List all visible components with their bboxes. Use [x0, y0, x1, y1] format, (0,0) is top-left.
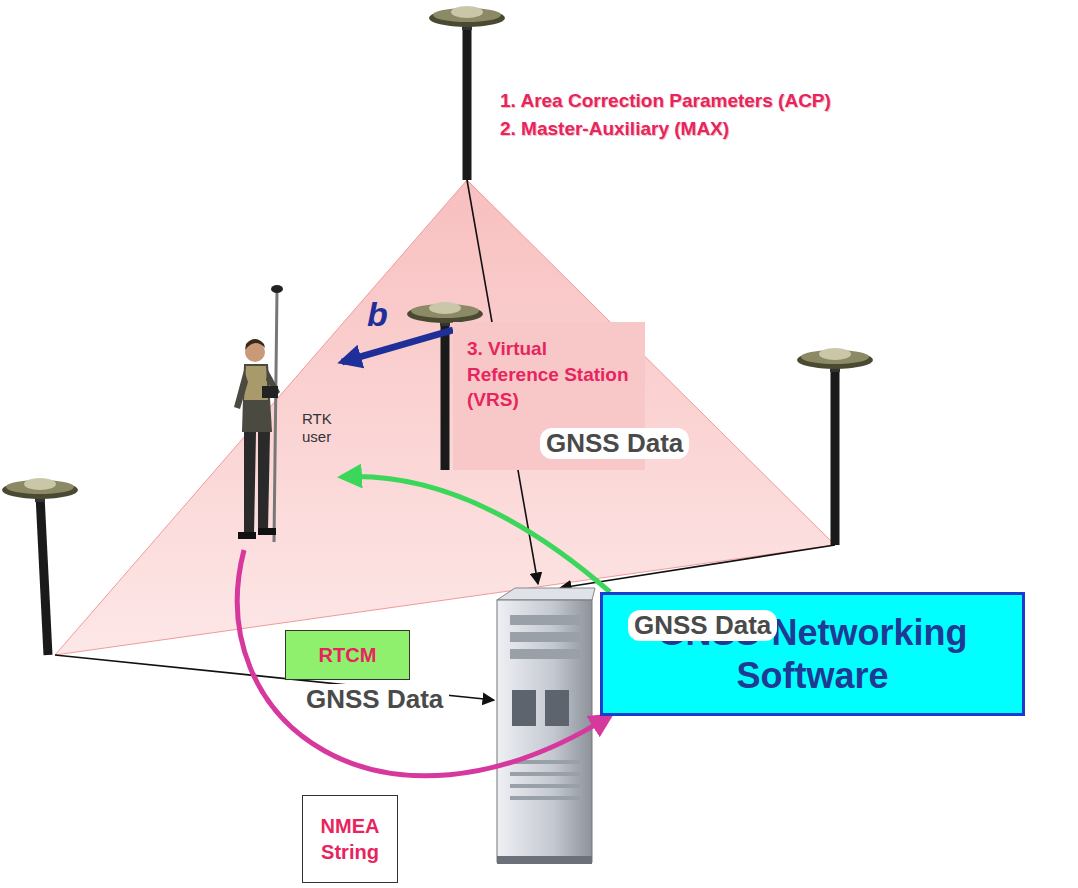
- node-text: RTCM: [319, 644, 377, 667]
- data-flow-label: GNSS Data: [628, 610, 777, 641]
- node-text: RTK user: [302, 410, 342, 446]
- surveyor-figure: [222, 282, 300, 550]
- flow-arrow: [342, 477, 610, 592]
- baseline-label: b: [367, 295, 388, 334]
- node-text: NMEA String: [309, 813, 391, 865]
- data-flow-label: GNSS Data: [540, 428, 689, 459]
- rtk-user-figure: RTK user: [222, 282, 342, 550]
- flow-arrow: [237, 550, 610, 776]
- data-flow-label: GNSS Data: [300, 684, 449, 715]
- method-label: 1. Area Correction Parameters (ACP): [500, 90, 831, 112]
- nmea-box: NMEA String: [302, 795, 398, 883]
- method-label: 2. Master-Auxiliary (MAX): [500, 118, 729, 140]
- flow-arrow: [342, 330, 453, 362]
- node-text: 3. Virtual Reference Station (VRS): [467, 336, 635, 413]
- rtcm-box: RTCM: [285, 630, 410, 680]
- server-icon: [497, 588, 595, 864]
